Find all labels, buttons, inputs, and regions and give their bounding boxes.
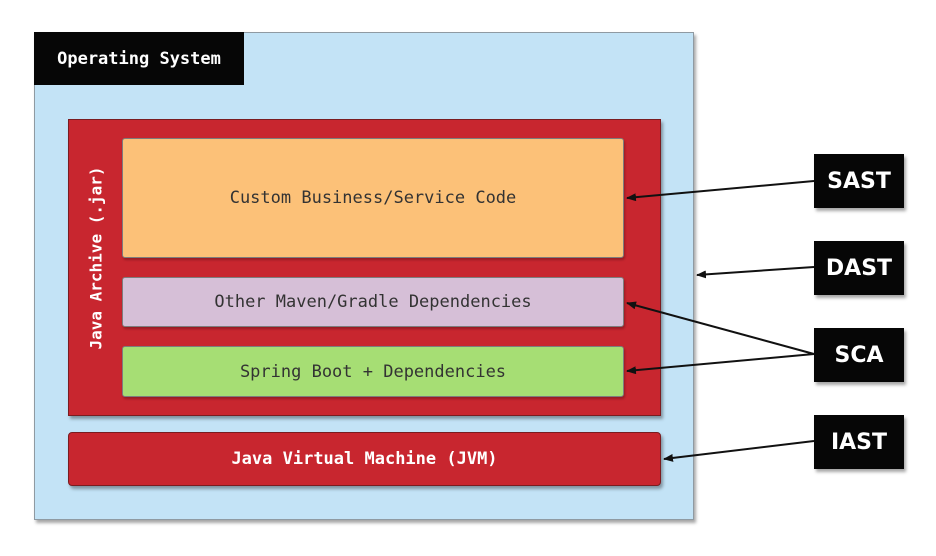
sast-arrow	[626, 180, 815, 202]
operating-system-label: Operating System	[34, 32, 244, 85]
dast-arrow	[696, 266, 815, 279]
sast-label: SAST	[814, 154, 904, 208]
maven-dependencies-layer: Other Maven/Gradle Dependencies	[122, 277, 624, 327]
sca-arrow-maven	[626, 301, 815, 355]
dast-label: DAST	[814, 241, 904, 295]
iast-label: IAST	[814, 415, 904, 469]
custom-code-layer: Custom Business/Service Code	[122, 138, 624, 258]
jvm-box: Java Virtual Machine (JVM)	[68, 432, 661, 486]
spring-boot-layer: Spring Boot + Dependencies	[122, 346, 624, 397]
sca-label: SCA	[814, 328, 904, 382]
iast-arrow	[663, 440, 815, 462]
sca-arrow-spring	[626, 353, 815, 375]
